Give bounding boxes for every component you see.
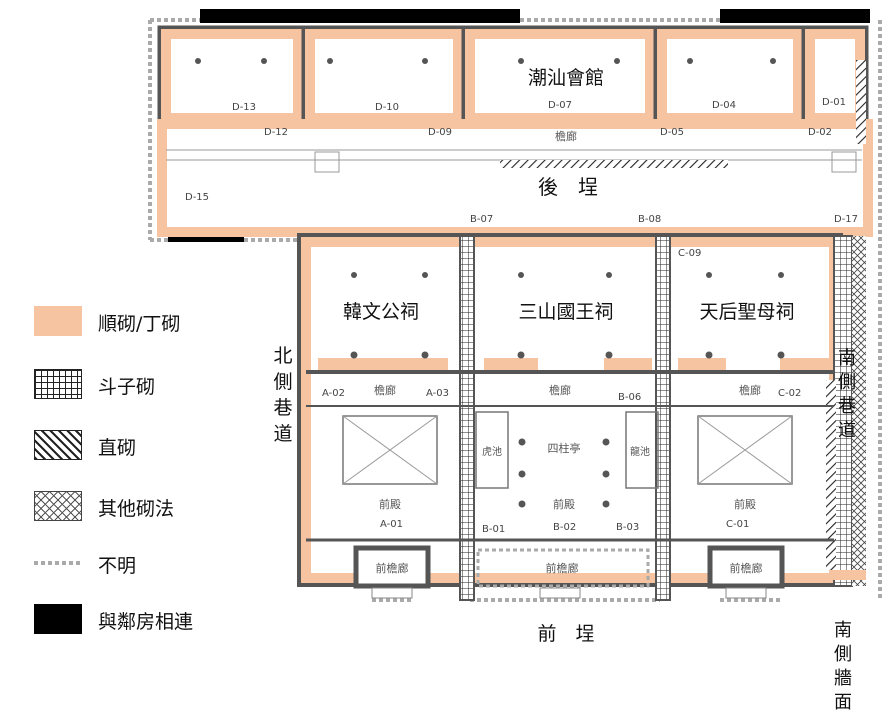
front-hall-label: 前殿 — [734, 497, 756, 511]
point-label: B-02 — [553, 522, 576, 533]
well-label: 龍池 — [630, 445, 650, 458]
legend-swatch — [34, 306, 82, 336]
legend-swatch — [34, 491, 82, 521]
legend-swatch — [34, 369, 82, 399]
shrine-block — [297, 233, 866, 601]
front-hall-label: 前殿 — [553, 497, 575, 511]
legend-item-grid: 斗子砌 — [34, 369, 274, 409]
point-label: A-01 — [380, 519, 403, 530]
neighbor-wall — [200, 9, 520, 23]
svg-text:側: 側 — [838, 372, 856, 393]
corridor-label: 檐廊 — [549, 383, 571, 397]
room-labels: 潮汕會館 後 埕 前 埕 韓文公祠 三山國王祠 天后聖母祠 檐廊 檐廊 檐廊 檐… — [343, 67, 795, 645]
point-label: D-05 — [660, 127, 684, 138]
legend-item-cross: 其他砌法 — [34, 491, 274, 531]
legend-item-black: 與鄰房相連 — [34, 604, 274, 644]
porch-label: 前檐廊 — [730, 561, 763, 575]
svg-text:道: 道 — [273, 423, 292, 445]
point-label: D-17 — [834, 214, 858, 225]
svg-text:北: 北 — [273, 345, 292, 367]
front-court-label: 前 埕 — [537, 623, 594, 645]
unknown-boundary — [148, 18, 720, 242]
legend-label: 不明 — [98, 555, 137, 577]
well-label: 虎池 — [482, 445, 502, 458]
point-label: D-01 — [822, 97, 846, 108]
svg-text:道: 道 — [838, 420, 856, 441]
south-wall-label: 南 側 牆 面 — [834, 620, 852, 713]
corridor-label: 檐廊 — [739, 383, 761, 397]
point-label: B-03 — [616, 522, 639, 533]
legend-swatch — [34, 604, 82, 634]
point-label: C-09 — [678, 248, 701, 259]
legend-label: 其他砌法 — [98, 498, 175, 520]
legend-swatch — [34, 561, 82, 565]
point-label: C-02 — [778, 388, 801, 399]
pavilion-label: 四柱亭 — [548, 441, 581, 455]
neighbor-wall — [720, 9, 870, 23]
top-hall-rooms — [157, 25, 869, 127]
legend-label: 與鄰房相連 — [98, 611, 194, 633]
svg-text:巷: 巷 — [838, 396, 856, 417]
point-label: D-07 — [548, 100, 572, 111]
legend-item-diag: 直砌 — [34, 430, 274, 470]
column-dots — [195, 58, 785, 508]
corridor-label: 檐廊 — [374, 383, 396, 397]
left-shrine-label: 韓文公祠 — [343, 301, 419, 323]
legend-label: 順砌/丁砌 — [98, 313, 181, 335]
point-label: B-08 — [638, 214, 661, 225]
point-label: C-01 — [726, 519, 749, 530]
point-label: D-15 — [185, 192, 209, 203]
porch-label: 前檐廊 — [546, 561, 579, 575]
right-shrine-label: 天后聖母祠 — [699, 301, 794, 323]
front-hall-label: 前殿 — [379, 497, 401, 511]
point-label: B-07 — [470, 214, 493, 225]
center-shrine-label: 三山國王祠 — [518, 301, 613, 323]
svg-text:南: 南 — [834, 620, 852, 641]
legend-label: 直砌 — [98, 437, 137, 459]
point-label: B-01 — [482, 524, 505, 535]
point-label: A-03 — [426, 388, 449, 399]
point-label: D-13 — [232, 102, 256, 113]
north-lane-label: 北 側 巷 道 — [273, 345, 292, 445]
south-lane-label: 南 側 巷 道 — [838, 348, 856, 441]
rear-court-label: 後 埕 — [538, 175, 598, 199]
point-label: D-10 — [375, 102, 399, 113]
porch-label: 前檐廊 — [376, 561, 409, 575]
point-label: D-09 — [428, 127, 452, 138]
legend-swatch — [34, 430, 82, 460]
legend-label: 斗子砌 — [98, 376, 156, 398]
point-label: D-12 — [264, 127, 288, 138]
point-label: D-02 — [808, 127, 832, 138]
legend-item-dotted: 不明 — [34, 548, 274, 588]
svg-text:面: 面 — [834, 692, 852, 713]
point-labels: D-13 D-10 D-07 D-04 D-01 D-12 D-09 D-05 … — [185, 97, 858, 535]
svg-text:巷: 巷 — [273, 397, 292, 419]
rear-court — [157, 60, 873, 237]
svg-text:南: 南 — [838, 348, 856, 369]
svg-text:牆: 牆 — [834, 668, 852, 689]
svg-text:側: 側 — [273, 371, 292, 393]
top-hall-label: 潮汕會館 — [528, 67, 604, 89]
point-label: A-02 — [322, 388, 345, 399]
legend-item-brick: 順砌/丁砌 — [34, 306, 274, 346]
point-label: D-04 — [712, 100, 736, 111]
corridor-label: 檐廊 — [555, 129, 577, 143]
svg-text:側: 側 — [834, 644, 852, 665]
point-label: B-06 — [618, 392, 641, 403]
unknown-boundary — [372, 20, 882, 602]
